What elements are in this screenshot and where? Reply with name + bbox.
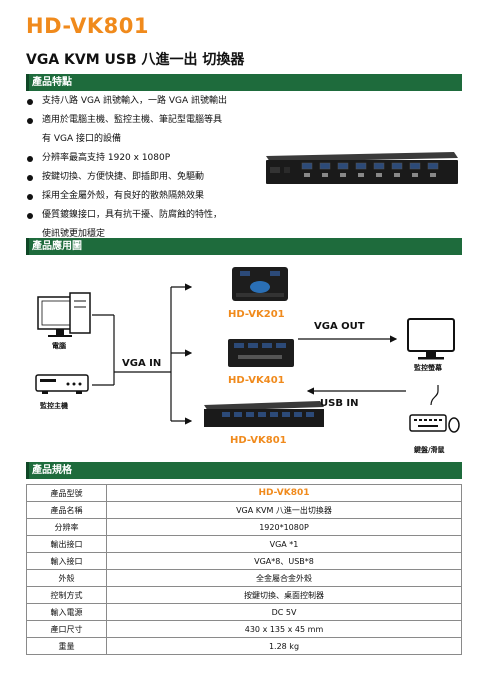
spec-value: VGA KVM 八進一出切換器 [106,501,462,519]
vga-out-label: VGA OUT [314,321,365,332]
spec-key: 輸入接口 [26,552,107,570]
feature-text: 按鍵切換、方便快捷、即插即用、免驅動 [42,172,205,182]
keyboard-mouse-label: 鍵盤/滑鼠 [414,446,445,454]
feature-text: 分辨率最高支持 1920 x 1080P [42,153,171,163]
bullet-icon [27,194,33,200]
spec-value: VGA*8、USB*8 [106,552,462,570]
spec-value: 430 x 135 x 45 mm [106,620,462,638]
application-diagram: 電腦 監控主機 VGA IN VGA OUT USB IN HD-VK201 H… [26,255,462,460]
product-subtitle: VGA KVM USB 八進一出 切換器 [26,52,245,68]
spec-key: 分辨率 [26,518,107,536]
feature-text: 有 VGA 接口的設備 [42,134,122,144]
feature-item: 分辨率最高支持 1920 x 1080P [26,152,276,165]
spec-key: 重量 [26,637,107,655]
model-label-201: HD-VK201 [228,309,285,320]
spec-value: 1.28 kg [106,637,462,655]
kvm-8port-device-icon [204,401,324,427]
section-header-application: 產品應用圖 [26,238,462,255]
section-header-features: 產品特點 [26,74,462,91]
bullet-icon [27,175,33,181]
computer-label: 電腦 [52,342,66,350]
feature-text: 優質鍍鎳接口，具有抗干擾、防腐蝕的特性， [42,210,223,220]
spec-value: 按鍵切換、桌面控制器 [106,586,462,604]
feature-list: 支持八路 VGA 訊號輸入，一路 VGA 訊號輸出 適用於電腦主機、監控主機、筆… [26,95,276,247]
kvm-4port-device-icon [228,339,294,367]
bullet-icon [27,118,33,124]
dvr-host-icon [35,374,89,394]
bullet-icon [27,213,33,219]
vga-in-label: VGA IN [122,358,162,369]
kvm-2port-device-icon [232,267,288,301]
spec-value: 全金屬合金外殼 [106,569,462,587]
bullet-icon [27,156,33,162]
feature-item: 優質鍍鎳接口，具有抗干擾、防腐蝕的特性， 使訊號更加穩定 [26,209,276,241]
spec-key: 輸出接口 [26,535,107,553]
spec-key: 產品名稱 [26,501,107,519]
model-title: HD-VK801 [26,14,149,38]
spec-key: 外殼 [26,569,107,587]
spec-key: 產品型號 [26,484,107,502]
feature-item: 支持八路 VGA 訊號輸入，一路 VGA 訊號輸出 [26,95,276,108]
feature-text: 採用全金屬外殼，有良好的散熱隔熱效果 [42,191,205,201]
feature-item: 按鍵切換、方便快捷、即插即用、免驅動 [26,171,276,184]
feature-text: 使訊號更加穩定 [42,229,106,239]
model-label-401: HD-VK401 [228,375,285,386]
spec-value: VGA *1 [106,535,462,553]
spec-value: HD-VK801 [106,484,462,502]
feature-text: 支持八路 VGA 訊號輸入，一路 VGA 訊號輸出 [42,96,228,106]
section-header-specs: 產品規格 [26,462,462,479]
keyboard-mouse-icon [409,385,460,433]
spec-key: 輸入電源 [26,603,107,621]
monitor-label: 監控螢幕 [414,364,442,372]
spec-value: 1920*1080P [106,518,462,536]
spec-key: 產口尺寸 [26,620,107,638]
feature-item: 適用於電腦主機、監控主機、筆記型電腦等具有 VGA 接口的設備 [26,114,276,146]
computer-icon [37,292,91,337]
model-label-801: HD-VK801 [230,435,287,446]
table-row: 外殼全金屬合金外殼 [26,569,462,587]
monitor-icon [407,318,455,360]
feature-text: 適用於電腦主機、監控主機、筆記型電腦等具 [42,115,223,125]
table-row: 控制方式按鍵切換、桌面控制器 [26,586,462,604]
spec-value: DC 5V [106,603,462,621]
usb-in-label: USB IN [320,398,359,409]
feature-item: 採用全金屬外殼，有良好的散熱隔熱效果 [26,190,276,203]
bullet-icon [27,99,33,105]
spec-key: 控制方式 [26,586,107,604]
dvr-host-label: 監控主機 [40,402,68,410]
kvm-device-photo [266,152,458,184]
